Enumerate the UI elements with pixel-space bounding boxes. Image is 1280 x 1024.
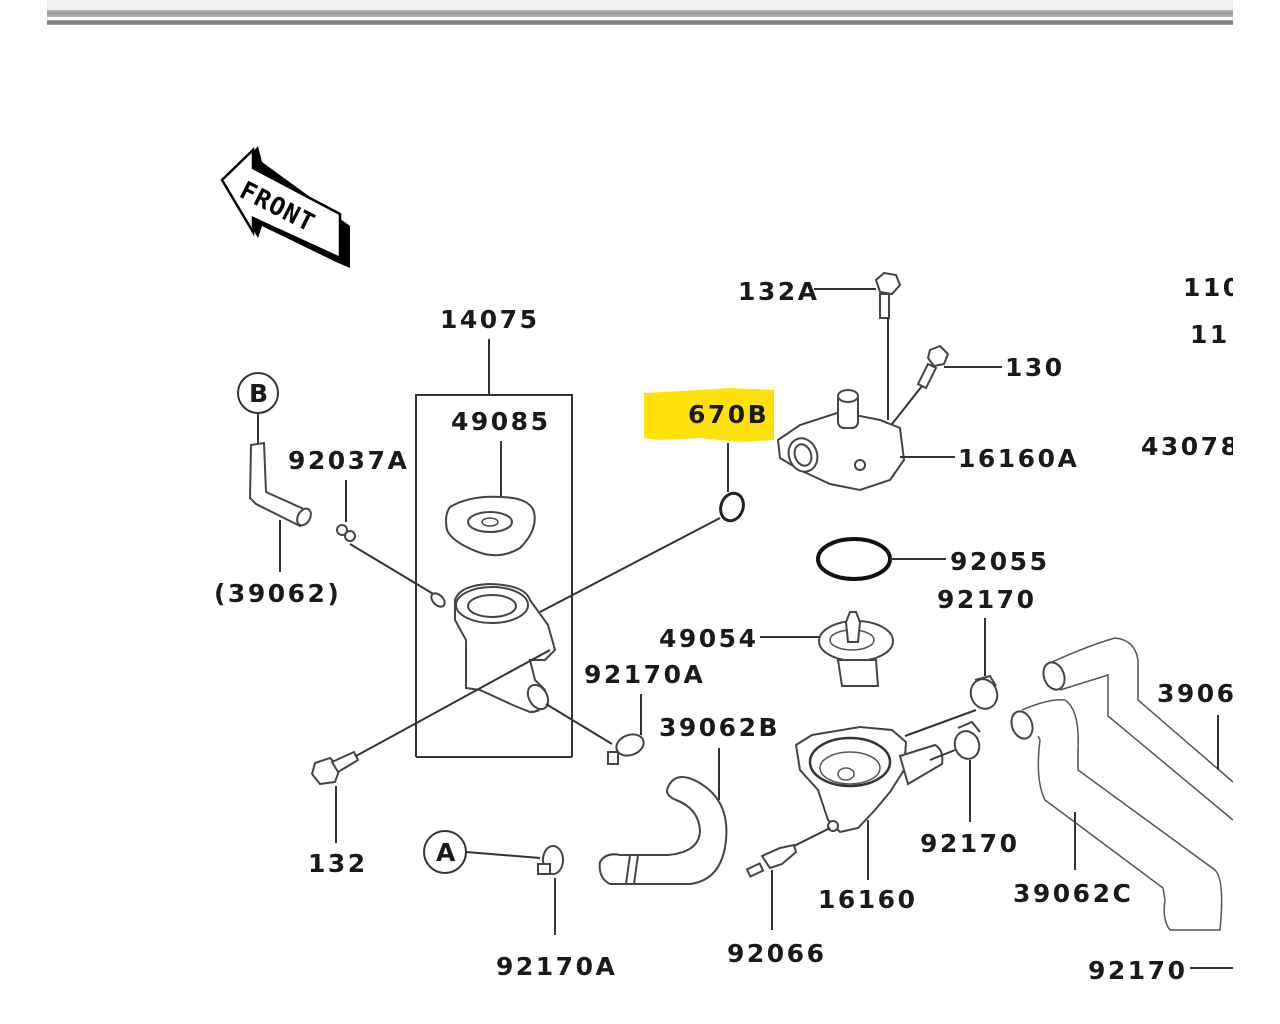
callout-16160A[interactable]: 16160A bbox=[958, 444, 1079, 473]
hose-39062B-band bbox=[633, 854, 639, 885]
clamp-92170-top-drawing[interactable] bbox=[967, 674, 1002, 712]
callout-16160[interactable]: 16160 bbox=[818, 885, 917, 914]
leader-92170A-mid-line bbox=[545, 703, 613, 745]
leader-92170-top-line bbox=[904, 709, 977, 737]
clamp-92170A-bottom-drawing[interactable] bbox=[537, 845, 564, 875]
callout-39062B[interactable]: 39062B bbox=[659, 713, 780, 742]
highlight-670B bbox=[644, 388, 774, 442]
leader-132-line bbox=[355, 649, 551, 757]
hose-39062B-band bbox=[625, 854, 631, 885]
o-ring-92055-drawing[interactable] bbox=[816, 537, 892, 581]
header-divider-lower bbox=[47, 20, 1233, 25]
leader-92037A-line bbox=[349, 543, 441, 599]
hose-39062B-drawing[interactable] bbox=[598, 776, 728, 885]
callout-43078[interactable]: 43078 bbox=[1141, 432, 1240, 461]
leader-a bbox=[465, 851, 541, 859]
clamp-92037A-drawing[interactable] bbox=[336, 524, 356, 542]
callout-132[interactable]: 132 bbox=[308, 849, 368, 878]
page-top-band bbox=[47, 0, 1233, 10]
hose-39062-drawing[interactable] bbox=[248, 441, 314, 528]
hose-3906-drawing[interactable] bbox=[1040, 637, 1234, 821]
callout-92170-mid[interactable]: 92170 bbox=[920, 829, 1019, 858]
ref-marker-b[interactable]: B bbox=[237, 372, 279, 414]
callout-92170A-mid[interactable]: 92170A bbox=[584, 660, 705, 689]
callout-110-a[interactable]: 110 bbox=[1183, 273, 1243, 302]
callout-132A[interactable]: 132A bbox=[738, 277, 820, 306]
callout-110-b[interactable]: 11 bbox=[1190, 320, 1230, 349]
callout-130[interactable]: 130 bbox=[1005, 353, 1065, 382]
bolt-132-drawing[interactable] bbox=[310, 750, 360, 786]
thermostat-housing-16160-drawing[interactable] bbox=[794, 725, 944, 834]
callout-92170-bottom[interactable]: 92170 bbox=[1088, 956, 1187, 985]
callout-49054[interactable]: 49054 bbox=[659, 624, 758, 653]
front-direction-arrow-icon: FRONT bbox=[220, 146, 350, 268]
svg-text:B: B bbox=[249, 379, 271, 408]
header-divider-upper bbox=[47, 10, 1233, 17]
o-ring-670B-drawing[interactable] bbox=[717, 490, 747, 524]
svg-text:A: A bbox=[436, 838, 458, 867]
callout-49085[interactable]: 49085 bbox=[451, 407, 550, 436]
callout-92055[interactable]: 92055 bbox=[950, 547, 1049, 576]
callout-92170-top[interactable]: 92170 bbox=[937, 585, 1036, 614]
thermostat-49054-drawing[interactable] bbox=[818, 611, 894, 687]
clamp-92170-mid-drawing[interactable] bbox=[951, 720, 983, 762]
assembly-bracket-14075 bbox=[415, 394, 573, 757]
callout-92170A-bottom[interactable]: 92170A bbox=[496, 952, 617, 981]
sensor-92066-drawing[interactable] bbox=[745, 843, 798, 878]
leader-92170-mid-line bbox=[929, 749, 956, 761]
leader-92066-line bbox=[793, 827, 831, 847]
hose-39062C-drawing[interactable] bbox=[1008, 698, 1223, 931]
callout-92066[interactable]: 92066 bbox=[727, 939, 826, 968]
clamp-92170A-mid-drawing[interactable] bbox=[607, 731, 647, 765]
ref-marker-a[interactable]: A bbox=[423, 830, 467, 874]
bolt-130-drawing[interactable] bbox=[916, 344, 950, 390]
callout-92037A[interactable]: 92037A bbox=[288, 446, 409, 475]
right-crop-margin bbox=[1233, 0, 1280, 1024]
leader-670B-line bbox=[539, 517, 721, 613]
radiator-cap-49085-drawing[interactable] bbox=[445, 495, 536, 557]
bolt-132A-drawing[interactable] bbox=[874, 271, 902, 319]
callout-39062C[interactable]: 39062C bbox=[1013, 879, 1133, 908]
filler-neck-drawing[interactable] bbox=[429, 582, 557, 714]
callout-670B[interactable]: 670B bbox=[688, 400, 769, 429]
leader-130-line bbox=[891, 385, 923, 425]
thermostat-cover-16160A-drawing[interactable] bbox=[776, 389, 906, 492]
callout-3906[interactable]: 3906 bbox=[1157, 679, 1237, 708]
callout-39062[interactable]: (39062) bbox=[214, 579, 341, 608]
callout-14075[interactable]: 14075 bbox=[440, 305, 539, 334]
